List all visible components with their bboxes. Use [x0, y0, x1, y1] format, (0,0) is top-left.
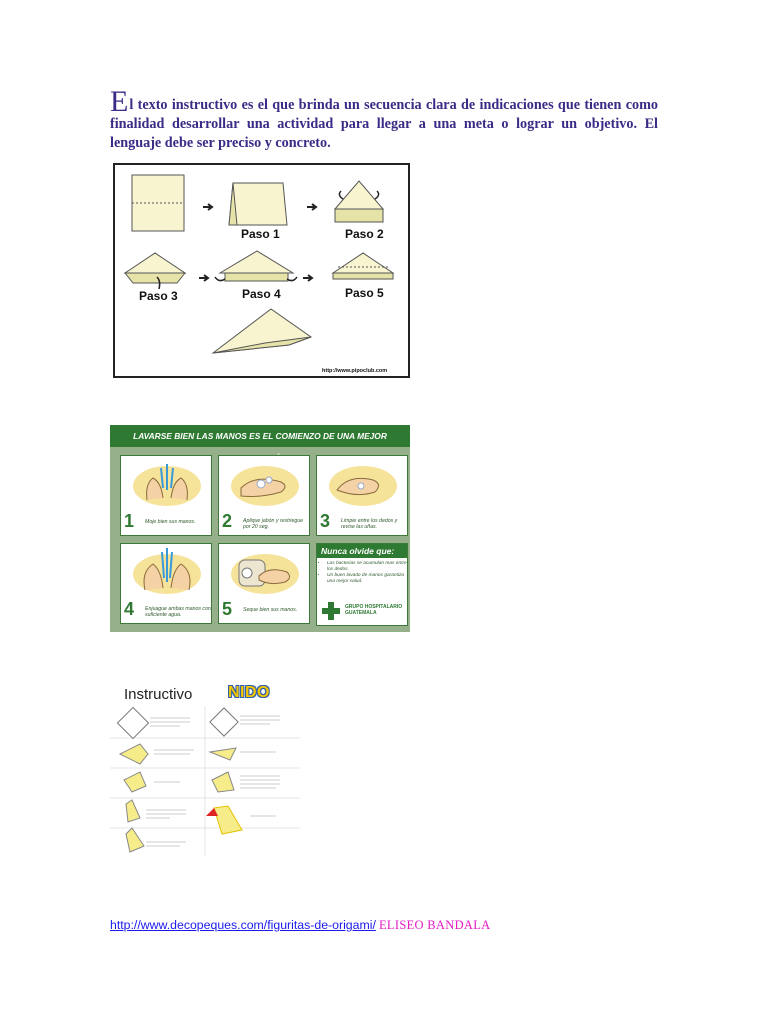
wash-step-2: 2 Aplique jabón y restriegue por 20 seg. [218, 455, 310, 536]
paper-hat-instructions-image: Paso 1 Paso 2 Paso 3 Paso 4 Paso 5 http:… [113, 163, 410, 378]
intro-text: l texto instructivo es el que brinda un … [110, 97, 658, 151]
step-caption: Aplique jabón y restriegue por 20 seg. [243, 518, 303, 530]
wash-step-5: 5 Seque bien sus manos. [218, 543, 310, 624]
origami-source-link[interactable]: http://www.decopeques.com/figuritas-de-o… [110, 918, 376, 932]
wash-step-3: 3 Limpie entre los dedos y revise las uñ… [316, 455, 408, 536]
step-2-label: Paso 2 [345, 227, 384, 241]
hand-washing-poster: LAVARSE BIEN LAS MANOS ES EL COMIENZO DE… [110, 425, 410, 632]
reminder-item: Las bacterias se acumulan mas entre los … [327, 561, 407, 573]
hospital-logo: GRUPO HOSPITALARIO GUATEMALA [321, 601, 403, 621]
intro-paragraph: El texto instructivo es el que brinda un… [110, 87, 658, 153]
step-number: 1 [124, 511, 135, 531]
instructions-title: Instructivo [124, 686, 193, 703]
reminder-title: Nunca olvide que: [317, 544, 407, 558]
logo-line-2: GUATEMALA [345, 610, 377, 616]
reminder-item: Un buen lavado de manos garantiza una me… [327, 573, 407, 585]
green-cross-icon [322, 602, 340, 620]
step-number: 5 [222, 599, 233, 619]
soap-hands-icon [231, 466, 299, 506]
paper-towel-icon [231, 554, 299, 594]
logo-text: GRUPO HOSPITALARIO GUATEMALA [345, 604, 402, 616]
step-caption: Limpie entre los dedos y revise las uñas… [341, 518, 398, 530]
scrub-fingers-icon [329, 466, 397, 506]
footer: http://www.decopeques.com/figuritas-de-o… [110, 918, 490, 933]
step-caption: Enjuague ambas manos con suficiente agua… [145, 606, 211, 618]
logo-line-1: GRUPO HOSPITALARIO [345, 604, 403, 610]
step-number: 3 [320, 511, 331, 531]
step-1-label: Paso 1 [241, 227, 280, 241]
step-3-label: Paso 3 [139, 289, 178, 303]
step-number: 2 [222, 511, 233, 531]
nido-logo: NIDO [228, 684, 270, 701]
origami-steps-drawing [110, 706, 300, 856]
reminder-list: Las bacterias se acumulan mas entre los … [317, 561, 407, 585]
drop-cap: E [110, 85, 129, 118]
step-caption: Moje bien sus manos. [145, 519, 196, 525]
rinse-hands-icon [133, 548, 201, 594]
wash-step-4: 4 Enjuague ambas manos con suficiente ag… [120, 543, 212, 624]
step-number: 4 [124, 599, 135, 619]
image-credit: http://www.pipoclub.com [322, 368, 387, 374]
author-name: ELISEO BANDALA [379, 918, 491, 932]
step-5-label: Paso 5 [345, 286, 384, 300]
step-4-label: Paso 4 [242, 287, 281, 301]
paper-hat-steps-drawing: Paso 1 Paso 2 Paso 3 Paso 4 Paso 5 http:… [123, 174, 395, 374]
reminder-box: Nunca olvide que: Las bacterias se acumu… [316, 543, 408, 626]
poster-header: LAVARSE BIEN LAS MANOS ES EL COMIENZO DE… [110, 425, 410, 463]
origami-duck-instructions-image: Instructivo NIDO [110, 680, 300, 860]
step-caption: Seque bien sus manos. [243, 607, 298, 613]
wet-hands-icon [133, 464, 201, 506]
wash-step-1: 1 Moje bien sus manos. [120, 455, 212, 536]
